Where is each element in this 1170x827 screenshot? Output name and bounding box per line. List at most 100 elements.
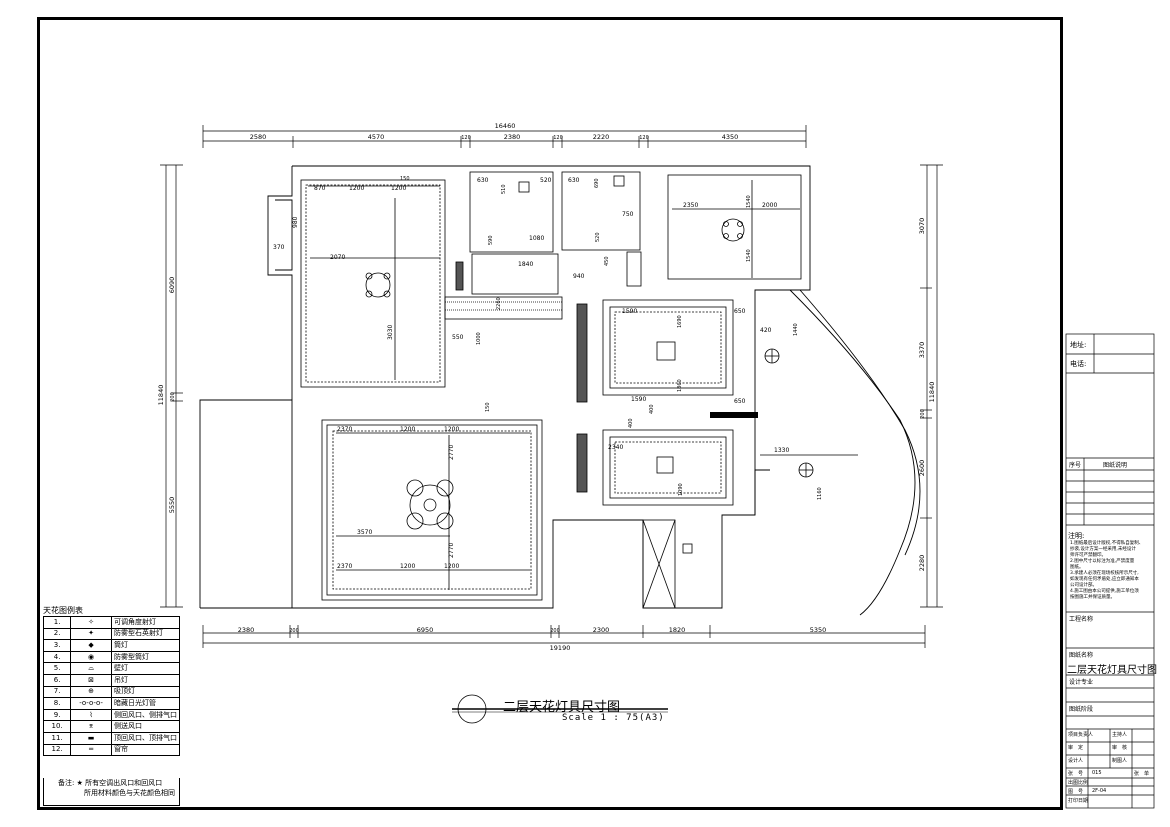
- right-dim: 200: [920, 409, 926, 419]
- legend-row: 1.✧可调角度射灯: [42, 616, 180, 629]
- legend-row: 12.═窗帘: [42, 743, 180, 757]
- room-dim: 2350: [683, 202, 698, 209]
- quartz-spotlight-icon: ✦: [70, 627, 112, 641]
- note-text: 如发现有任何矛盾处,应立即通知本: [1070, 577, 1139, 582]
- legend-no: 10.: [42, 720, 72, 733]
- left-dim: 6090: [168, 277, 176, 294]
- legend-no: 11.: [42, 731, 72, 745]
- room-dim: 550: [452, 334, 464, 341]
- note-text: 2.图中尺寸以标注为准,严禁度量: [1070, 559, 1135, 564]
- top-total-dim: 16460: [495, 122, 516, 130]
- legend-no: 3.: [42, 639, 72, 652]
- fogproof-downlight-icon: ◉: [70, 650, 112, 664]
- bottom-seg-dim: 2380: [238, 626, 255, 634]
- room-dim: 2770: [448, 445, 455, 460]
- sign-role: 设计人: [1068, 758, 1084, 764]
- room-dim: 980: [292, 216, 299, 228]
- room-dim: 2370: [337, 426, 352, 433]
- note-text: 1.图纸最后设计版权,不得私自复制、: [1070, 541, 1144, 546]
- room-dim: 590: [488, 235, 494, 245]
- room-dim: 2340: [608, 444, 623, 451]
- legend-row: 4.◉防雾型筒灯: [42, 650, 180, 664]
- legend-row: 9.⌇侧回风口、侧排气口: [42, 708, 180, 722]
- legend-no: 2.: [42, 627, 72, 641]
- room-1-dims: 870 1200 1200 150 2070 3030 980 370: [273, 176, 410, 340]
- room-4-dims: 2350 2000 1540 1540: [683, 195, 777, 262]
- room-dim: 2070: [330, 254, 345, 261]
- room-dim: 1590: [631, 396, 646, 403]
- legend-no: 9.: [42, 708, 72, 722]
- legend-label: 顶回风口、顶排气口: [111, 731, 180, 745]
- sign-role: 制图人: [1112, 758, 1128, 764]
- top-dimensions: [202, 125, 807, 148]
- room-dim: 2370: [337, 563, 352, 570]
- right-dimensions: [920, 164, 943, 608]
- bottom-seg-dim: 200: [289, 628, 299, 634]
- top-seg-dim: 4350: [722, 133, 739, 141]
- room-dim: 370: [273, 244, 285, 251]
- bottom-seg-dim: 6950: [417, 626, 434, 634]
- room-dim: 1840: [518, 261, 533, 268]
- bottom-seg-dim: 200: [550, 628, 560, 634]
- sign-role: 项目负责人: [1068, 732, 1094, 738]
- room-dim: 1080: [529, 235, 544, 242]
- room-dim: 1160: [817, 487, 823, 500]
- room-2: [444, 171, 563, 320]
- left-dimensions: [160, 164, 183, 608]
- room-2-dims: 630 510 520 590 1080 1840 550 1000 2260: [452, 177, 552, 345]
- room-1: [300, 179, 446, 388]
- legend-label: 可调角度射灯: [111, 616, 180, 629]
- room-dim: 630: [477, 177, 489, 184]
- bottom-seg-dim: 2300: [593, 626, 610, 634]
- bottom-seg-dim: 5350: [810, 626, 827, 634]
- room-dim: 450: [604, 256, 610, 266]
- ceiling-lamp-icon: ⊕: [70, 685, 112, 699]
- notes-block: 1.图纸最后设计版权,不得私自复制、 抄袭,设计方案一经采用,未经设计 师许可严…: [1070, 541, 1154, 601]
- right-dim: 3070: [918, 218, 926, 235]
- room-dim: 3030: [387, 325, 394, 340]
- note-text: 公司设计部。: [1070, 583, 1097, 588]
- room-dim: 400: [649, 404, 655, 414]
- note-text: 师许可严禁翻印。: [1070, 553, 1106, 558]
- top-seg-dim: 120: [639, 135, 649, 141]
- room-dim: 1200: [444, 563, 459, 570]
- sheet-frame: [37, 17, 1063, 810]
- room-dim: 400: [628, 418, 634, 428]
- room-dim: 420: [760, 327, 772, 334]
- sheet-no-value: 015: [1092, 770, 1102, 776]
- room-dim: 1000: [476, 332, 482, 345]
- room-dim: 750: [622, 211, 634, 218]
- legend-no: 5.: [42, 662, 72, 675]
- room-dim: 510: [501, 184, 507, 194]
- note-text: 3.承建人必须在现场校核所示尺寸,: [1070, 571, 1139, 576]
- left-dim: 5550: [168, 497, 176, 514]
- sheet-label: 张 单: [1134, 771, 1150, 777]
- legend-no: 1.: [42, 616, 72, 629]
- downlight-icon: ◆: [70, 639, 112, 652]
- legend-row: 7.⊕吸顶灯: [42, 685, 180, 699]
- legend-row: 6.⊠吊灯: [42, 673, 180, 687]
- wall-lamp-icon: ⌓: [70, 662, 112, 675]
- phone-label: 电话:: [1070, 360, 1087, 368]
- top-seg-dim: 2580: [250, 133, 267, 141]
- legend-row: 5.⌓壁灯: [42, 662, 180, 675]
- legend-label: 吸顶灯: [111, 685, 180, 699]
- note-text: 4.施工图由本公司提供,施工单位须: [1070, 589, 1139, 594]
- curtain-icon: ═: [70, 743, 112, 757]
- drawing-no-label: 图 号: [1068, 789, 1084, 795]
- bottom-total-dim: 19190: [550, 644, 571, 652]
- room-6-dims: 2370 1200 1200 150 2770 3570 2770 2370 1…: [337, 402, 491, 570]
- legend-label: 侧送风口: [111, 720, 180, 733]
- print-date-label: 打印日期: [1068, 798, 1089, 804]
- legend-table: 1.✧可调角度射灯 2.✦防雾型石英射灯 3.◆筒灯 4.◉防雾型筒灯 5.⌓壁…: [42, 616, 180, 757]
- legend-label: 筒灯: [111, 639, 180, 652]
- room-dim: 1200: [391, 185, 406, 192]
- room-dim: 1860: [677, 379, 683, 392]
- room-dim: 650: [734, 308, 746, 315]
- desc-label: 图纸说明: [1103, 462, 1128, 469]
- legend-row: 2.✦防雾型石英射灯: [42, 627, 180, 641]
- legend-label: 侧回风口、侧排气口: [111, 708, 180, 722]
- legend-no: 4.: [42, 650, 72, 664]
- note-text: 按图施工并保证质量。: [1070, 595, 1115, 600]
